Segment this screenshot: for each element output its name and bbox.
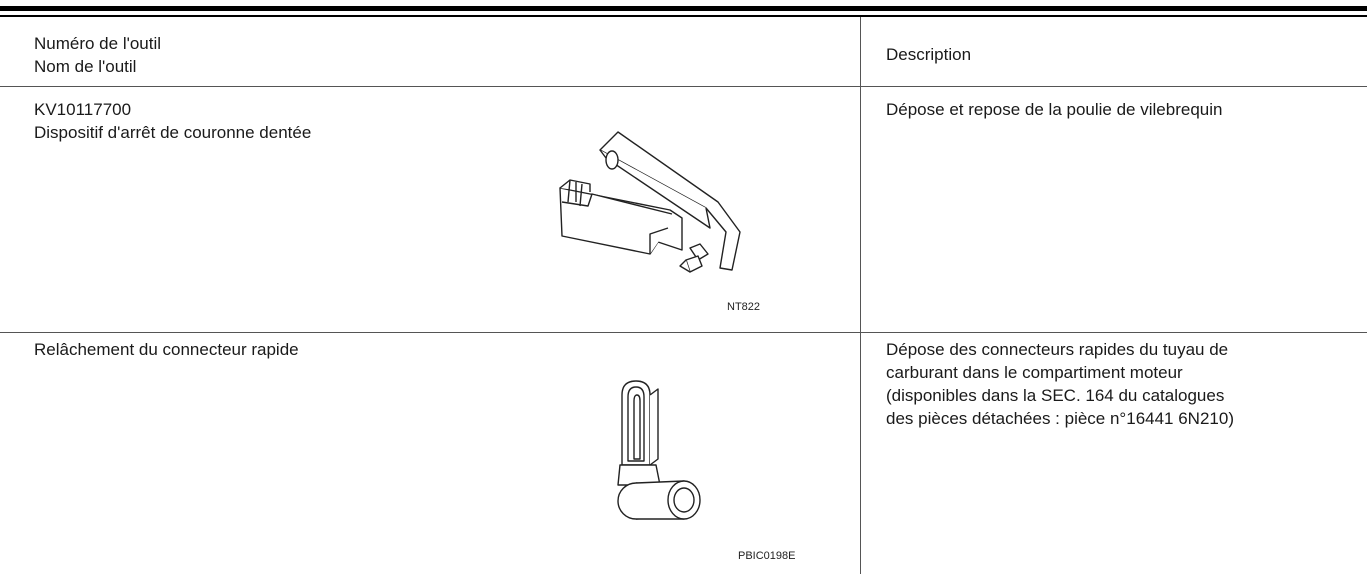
row1-description: Dépose et repose de la poulie de vilebre… — [886, 100, 1223, 119]
row2-figure-code: PBIC0198E — [738, 550, 796, 562]
header-tool-number: Numéro de l'outil — [34, 34, 162, 53]
header-description: Description — [886, 45, 972, 64]
row1-tool-number: KV10117700 — [34, 100, 132, 119]
top-rule-thick — [0, 6, 1367, 11]
row-divider — [0, 332, 1367, 333]
header-row-divider — [0, 86, 1367, 87]
ring-gear-stopper-tool-icon — [559, 131, 741, 273]
quick-connector-release-tool-icon — [617, 380, 701, 520]
row2-description-line4: des pièces détachées : pièce n°16441 6N2… — [886, 409, 1234, 428]
column-divider — [860, 17, 861, 574]
row2-description-line2: carburant dans le compartiment moteur — [886, 363, 1183, 382]
row2-tool-name: Relâchement du connecteur rapide — [34, 340, 299, 359]
top-rule-thin — [0, 15, 1367, 17]
row1-figure-code: NT822 — [727, 301, 761, 313]
header-tool-name: Nom de l'outil — [34, 57, 137, 76]
row2-description-line3: (disponibles dans la SEC. 164 du catalog… — [886, 386, 1225, 405]
row1-tool-name: Dispositif d'arrêt de couronne dentée — [34, 123, 312, 142]
row2-description-line1: Dépose des connecteurs rapides du tuyau … — [886, 340, 1229, 359]
